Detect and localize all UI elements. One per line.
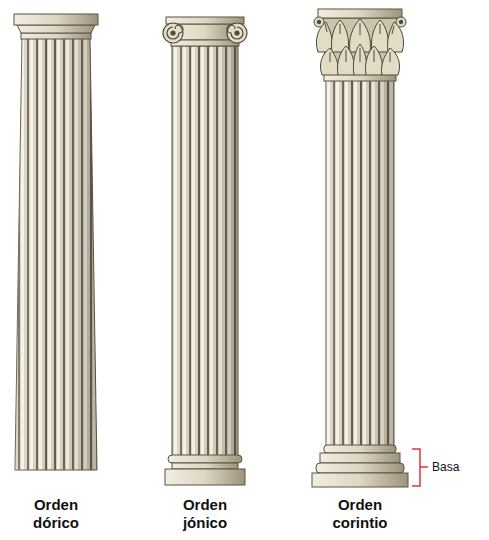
corinthian-volute [314, 17, 406, 27]
corinthian-shaft [326, 80, 394, 446]
ionic-volute [163, 23, 247, 43]
doric-column [14, 14, 98, 470]
corinthian-base-2 [320, 453, 400, 463]
order-label: Orden dórico [14, 496, 98, 532]
corinthian-base-1 [324, 445, 396, 453]
ionic-abacus [166, 17, 244, 24]
ionic-shaft-shade [172, 46, 238, 456]
corinthian-column [312, 9, 408, 487]
part-label: Basa [432, 460, 459, 474]
doric-shaft-shade [15, 38, 97, 470]
ionic-base-plinth [165, 469, 245, 485]
doric-echinus [17, 25, 95, 33]
ionic-base-scotia [172, 463, 238, 469]
corinthian-abacus [318, 9, 402, 18]
order-label: Orden jónico [163, 496, 247, 532]
doric-shaft [15, 38, 97, 470]
corinthian-base-3 [316, 463, 404, 473]
acanthus-leaves [316, 19, 403, 75]
doric-abacus [14, 14, 98, 25]
ionic-neck [171, 40, 239, 46]
ionic-column [163, 17, 247, 485]
ionic-shaft [172, 46, 238, 456]
ionic-base-torus [168, 455, 242, 463]
doric-neck [21, 33, 91, 39]
order-label: Orden corintio [318, 496, 402, 532]
corinthian-base-plinth [312, 473, 408, 487]
corinthian-shaft-shade [326, 80, 394, 446]
base-bracket [412, 449, 428, 486]
